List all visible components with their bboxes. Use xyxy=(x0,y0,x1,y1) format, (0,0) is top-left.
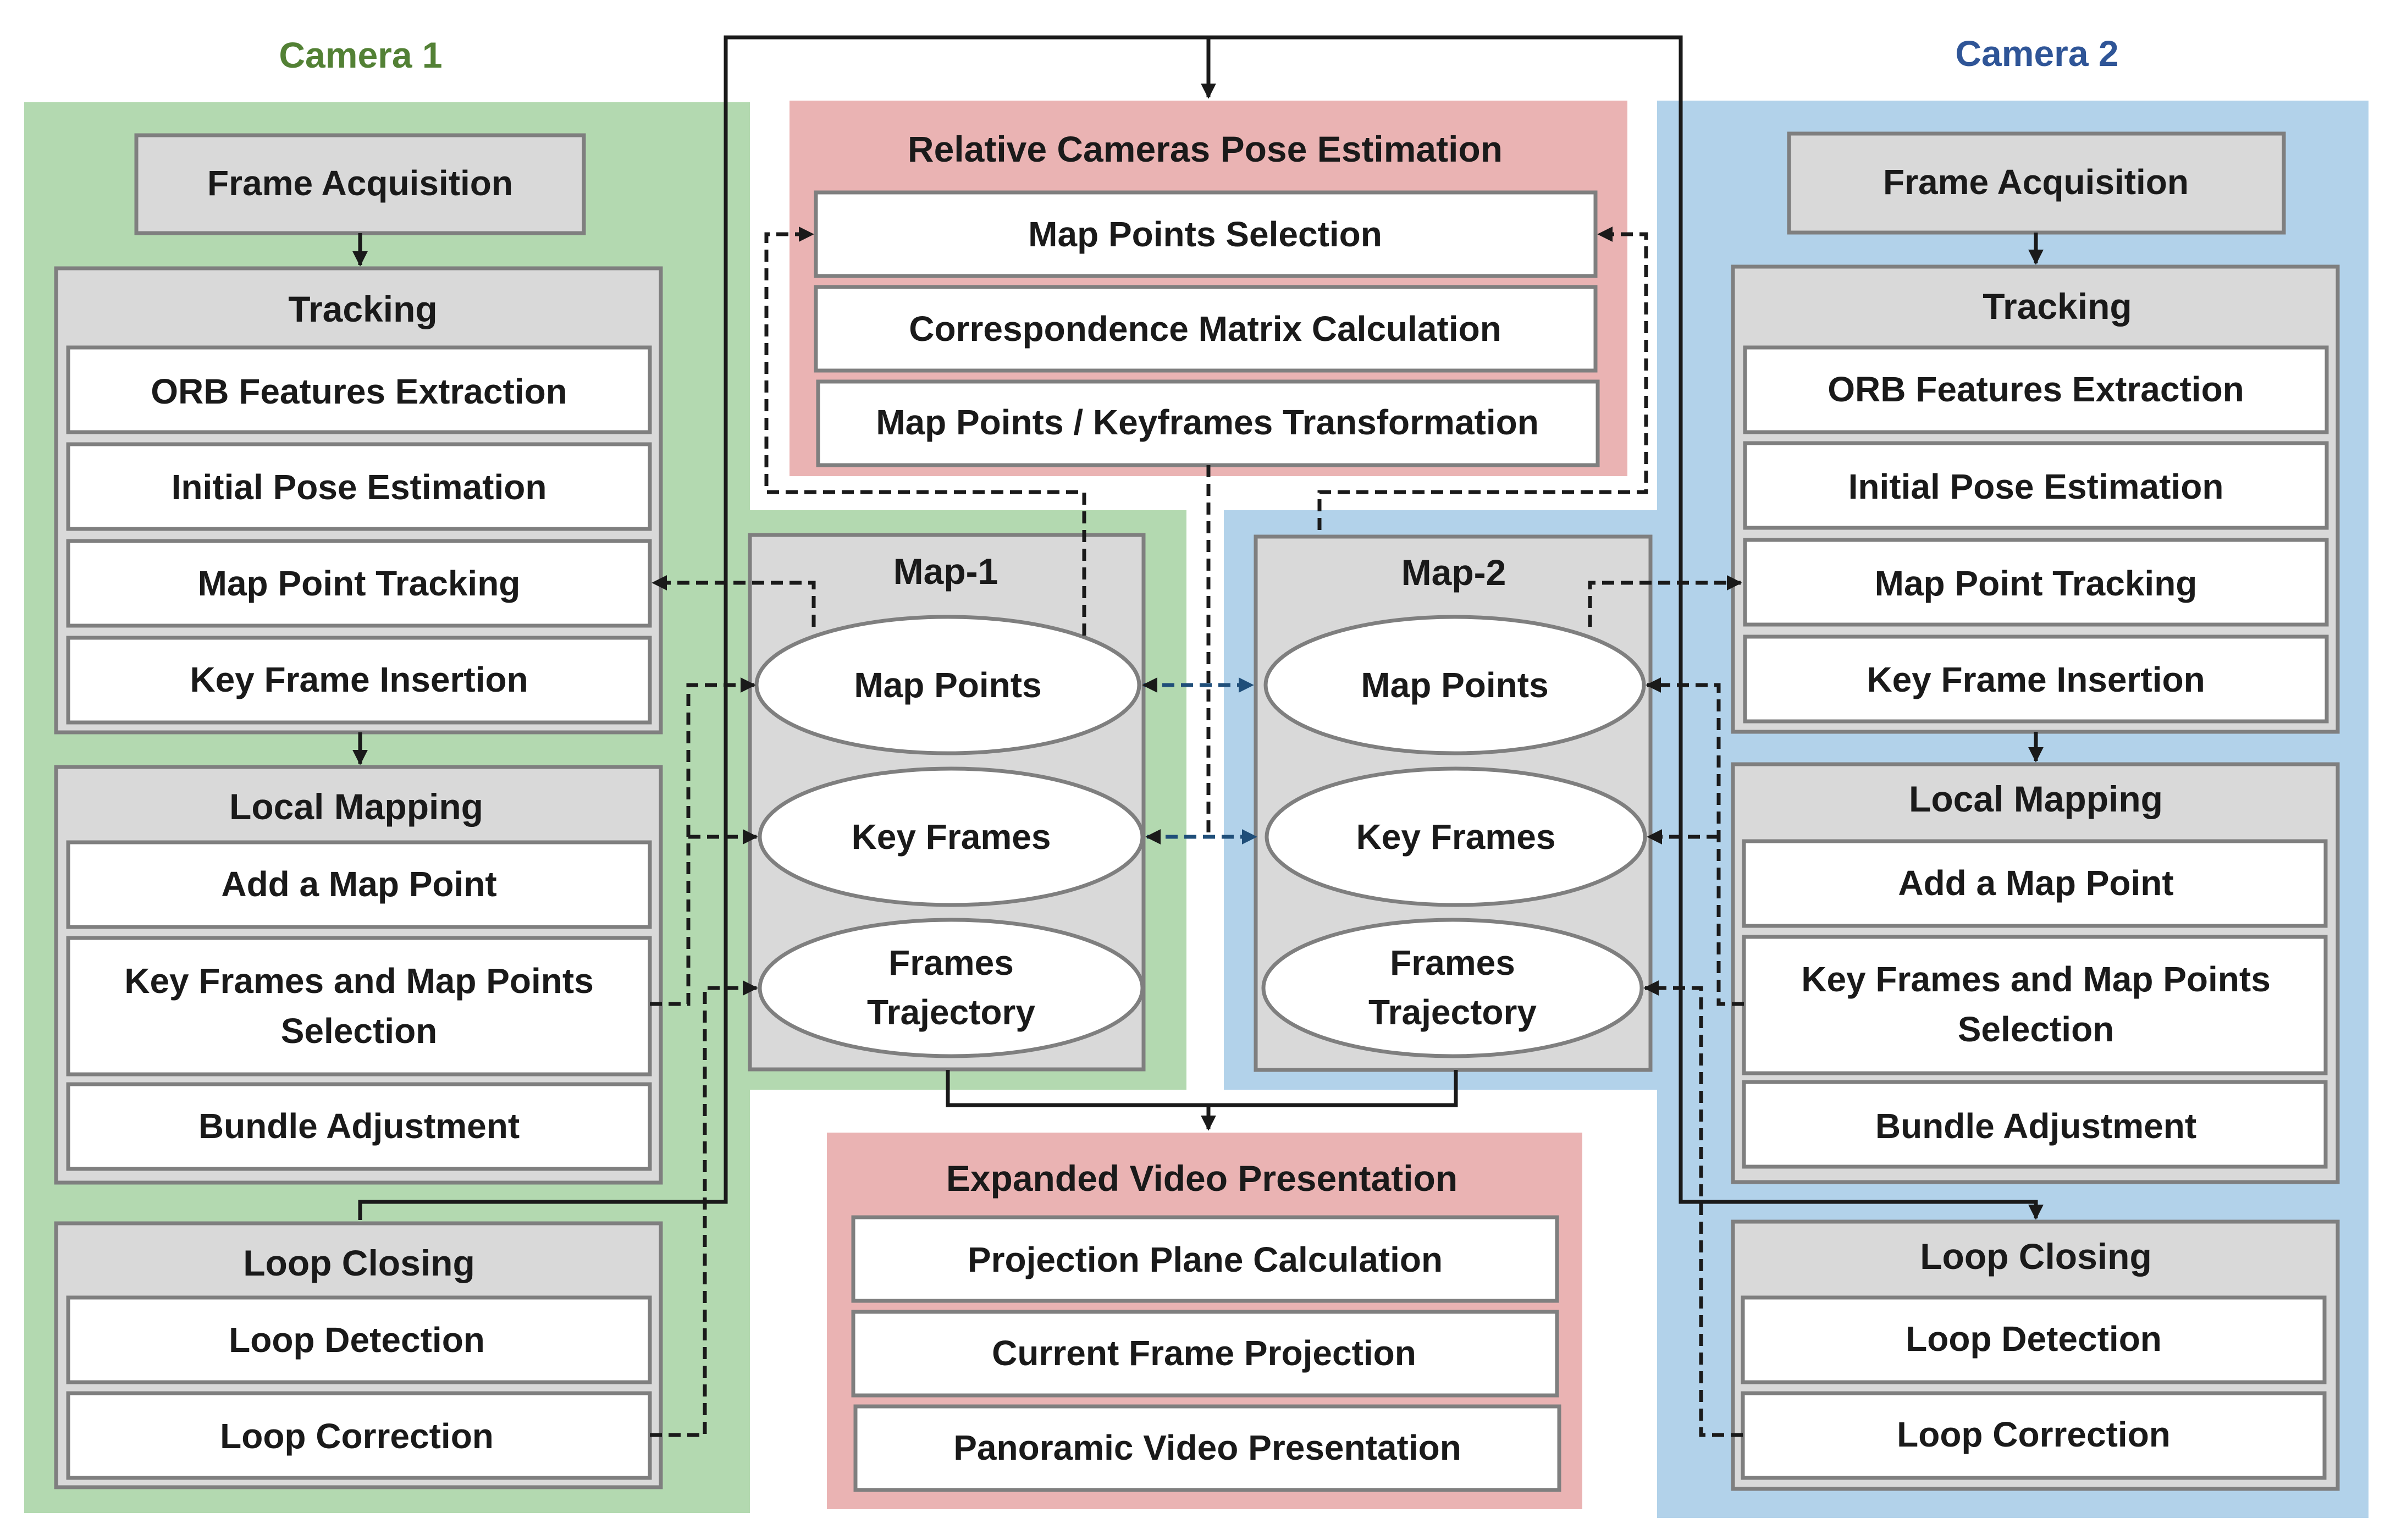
map2-frames-trajectory-node xyxy=(1261,918,1644,1058)
camera2-frame-acquisition-label: Frame Acquisition xyxy=(1883,162,2189,202)
camera2-key-frame-insertion-box xyxy=(1743,634,2329,724)
camera1-local-mapping-title: Local Mapping xyxy=(229,786,483,827)
camera1-bundle-adjustment-label: Bundle Adjustment xyxy=(198,1106,520,1146)
map1-to-pose-selection-dashed xyxy=(764,227,1086,636)
camera2-orb-extraction-label: ORB Features Extraction xyxy=(1828,369,2244,409)
map2-map-points-node xyxy=(1263,615,1646,755)
map2-title: Map-2 xyxy=(1401,552,1506,593)
map1-map-points-label: Map Points xyxy=(854,665,1041,705)
camera1-add-map-point-label: Add a Map Point xyxy=(221,864,496,904)
map2-store: Map-2 Map Points Key Frames Frames Traje… xyxy=(1254,534,1653,1072)
maps-to-video-presentation-arrow xyxy=(946,1070,1458,1129)
cam2-loop-correction-to-trajectory-dashed xyxy=(1643,980,1743,1437)
cam1-loop-correction-to-trajectory-dashed xyxy=(650,980,758,1437)
camera2-initial-pose-box xyxy=(1743,441,2329,530)
camera1-initial-pose-box xyxy=(66,442,652,531)
camera1-kf-mp-selection-box xyxy=(66,936,652,1077)
keyframes-transformation-box xyxy=(816,379,1600,467)
camera2-local-mapping-title: Local Mapping xyxy=(1909,779,2163,819)
camera1-label: Camera 1 xyxy=(279,35,442,75)
cam1-kf-insertion-to-map-points-dashed xyxy=(650,677,756,1006)
camera2-column: Frame Acquisition Tracking ORB Features … xyxy=(1731,131,2340,1491)
panoramic-video-box xyxy=(853,1404,1561,1492)
map2-map-points-label: Map Points xyxy=(1361,665,1548,705)
map1-frames-trajectory-label-line2: Trajectory xyxy=(867,992,1035,1032)
camera1-initial-pose-label: Initial Pose Estimation xyxy=(172,467,547,507)
map2-to-cam2-tracking-dashed xyxy=(1588,575,1742,627)
dashed-connectors xyxy=(650,227,1744,1437)
solid-connectors xyxy=(352,35,2044,1220)
video-presentation-group: Expanded Video Presentation Projection P… xyxy=(851,1158,1561,1492)
map2-to-pose-selection-dashed xyxy=(1317,227,1648,530)
camera1-add-map-point-box xyxy=(66,840,652,929)
camera1-key-frame-insertion-label: Key Frame Insertion xyxy=(190,660,528,699)
camera2-map-point-tracking-box xyxy=(1743,538,2329,627)
camera1-kf-mp-selection-label-line2: Selection xyxy=(281,1011,438,1051)
map1-to-cam1-tracking-dashed xyxy=(652,575,816,627)
camera2-label: Camera 2 xyxy=(1955,33,2118,74)
panoramic-video-label: Panoramic Video Presentation xyxy=(953,1428,1461,1467)
camera2-map-point-tracking-label: Map Point Tracking xyxy=(1875,564,2198,603)
cam2-kf-selection-to-map-points-dashed xyxy=(1646,677,1744,1006)
camera1-bundle-adjustment-box xyxy=(66,1082,652,1171)
camera1-map-point-tracking-label: Map Point Tracking xyxy=(198,564,521,603)
camera1-loop-detection-box xyxy=(66,1295,652,1384)
camera2-loop-detection-box xyxy=(1741,1295,2327,1384)
camera2-kf-mp-selection-box xyxy=(1742,935,2328,1075)
map2-frames-trajectory-label-line1: Frames xyxy=(1390,943,1515,982)
camera1-map-point-tracking-box xyxy=(66,539,652,628)
camera2-loop-correction-box xyxy=(1741,1391,2327,1480)
camera1-orb-extraction-label: ORB Features Extraction xyxy=(151,372,567,411)
current-frame-projection-label: Current Frame Projection xyxy=(992,1333,1416,1373)
camera2-bundle-adjustment-label: Bundle Adjustment xyxy=(1875,1106,2196,1146)
map1-store: Map-1 Map Points Key Frames Frames Traje… xyxy=(748,533,1146,1072)
projection-plane-label: Projection Plane Calculation xyxy=(968,1240,1443,1279)
map2-key-frames-label: Key Frames xyxy=(1356,817,1556,857)
map-points-selection-label: Map Points Selection xyxy=(1028,214,1382,254)
camera1-loop-detection-label: Loop Detection xyxy=(229,1320,485,1360)
camera2-add-map-point-label: Add a Map Point xyxy=(1898,863,2173,903)
correspondence-matrix-label: Correspondence Matrix Calculation xyxy=(909,309,1501,349)
pose-estimation-group: Relative Cameras Pose Estimation Map Poi… xyxy=(814,129,1600,467)
camera1-loop-closing-title: Loop Closing xyxy=(243,1243,475,1283)
camera2-bundle-adjustment-box xyxy=(1742,1080,2328,1169)
camera1-frame-acquisition-label: Frame Acquisition xyxy=(207,163,513,203)
camera1-column: Frame Acquisition Tracking ORB Features … xyxy=(54,133,663,1489)
camera2-initial-pose-label: Initial Pose Estimation xyxy=(1848,467,2224,506)
camera2-kf-mp-selection-label-line2: Selection xyxy=(1958,1009,2115,1049)
camera2-key-frame-insertion-label: Key Frame Insertion xyxy=(1867,660,2205,699)
map2-frames-trajectory-label-line2: Trajectory xyxy=(1368,992,1537,1032)
map1-key-frames-label: Key Frames xyxy=(852,817,1051,857)
camera2-loop-closing-title: Loop Closing xyxy=(1920,1236,2152,1277)
map2-key-frames-node xyxy=(1265,766,1647,907)
camera2-add-map-point-box xyxy=(1742,839,2328,928)
map-points-selection-box xyxy=(814,190,1598,278)
camera1-loop-correction-box xyxy=(66,1391,652,1480)
camera1-orb-extraction-box xyxy=(66,345,652,434)
camera2-frame-acquisition-box xyxy=(1787,131,2286,235)
pose-estimation-title: Relative Cameras Pose Estimation xyxy=(908,129,1503,169)
map1-frames-trajectory-label-line1: Frames xyxy=(888,943,1014,982)
camera2-kf-mp-selection-label-line1: Key Frames and Map Points xyxy=(1801,959,2271,999)
camera1-key-frame-insertion-box xyxy=(66,636,652,725)
video-presentation-title: Expanded Video Presentation xyxy=(946,1158,1458,1199)
map1-title: Map-1 xyxy=(893,551,998,592)
map1-map-points-node xyxy=(754,615,1141,755)
camera2-tracking-title: Tracking xyxy=(1983,286,2132,327)
camera1-tracking-title: Tracking xyxy=(288,289,437,329)
camera2-loop-detection-label: Loop Detection xyxy=(1906,1319,2162,1359)
keyframes-transformation-label: Map Points / Keyframes Transformation xyxy=(876,402,1539,442)
correspondence-matrix-box xyxy=(814,285,1598,373)
camera1-frame-acquisition-box xyxy=(134,133,586,235)
camera2-loop-correction-label: Loop Correction xyxy=(1897,1415,2171,1454)
camera1-kf-mp-selection-label-line1: Key Frames and Map Points xyxy=(124,961,594,1001)
projection-plane-box xyxy=(851,1215,1559,1303)
current-frame-projection-box xyxy=(851,1310,1559,1398)
map1-frames-trajectory-node xyxy=(758,918,1145,1058)
camera2-orb-extraction-box xyxy=(1743,345,2329,434)
camera1-loop-correction-label: Loop Correction xyxy=(220,1416,494,1456)
map1-key-frames-node xyxy=(758,766,1145,907)
